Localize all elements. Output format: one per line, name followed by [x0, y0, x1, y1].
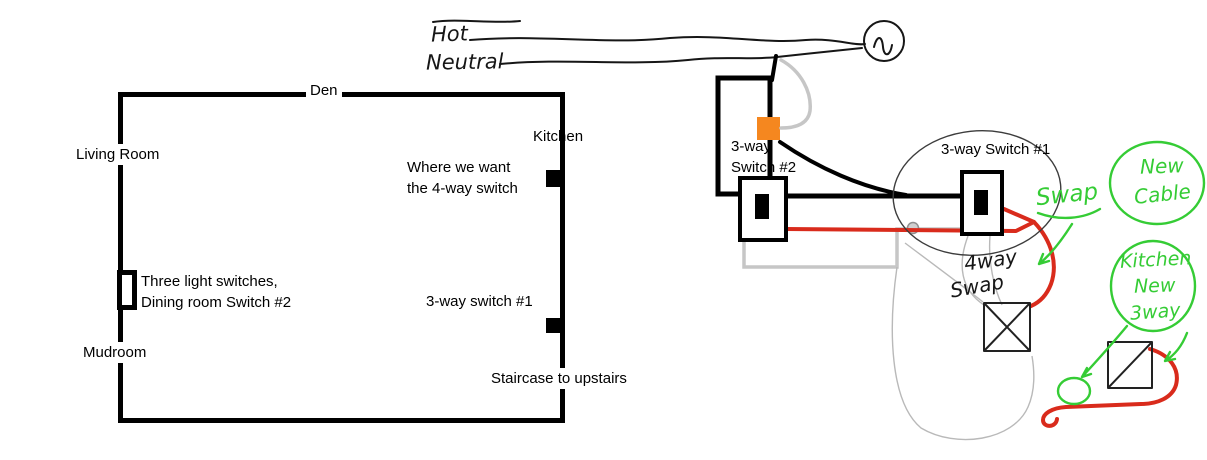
gray-thin-lead-2	[988, 235, 1003, 306]
light-bulb-icon	[863, 20, 905, 62]
green-circle-new-cable	[1108, 140, 1206, 226]
kitchen-new-label-line2: New	[1133, 274, 1176, 298]
three-way-switch-2-symbol	[738, 176, 788, 242]
hot-neutral-wires	[432, 19, 866, 65]
switch2-label: 3-way Switch #2	[731, 136, 796, 178]
gray-wire-drop	[779, 58, 812, 130]
four-way-note-line2: the 4-way switch	[407, 180, 518, 197]
three-way-switch-1-symbol	[960, 170, 1004, 236]
kitchen-new-label-line1: Kitchen	[1119, 247, 1192, 273]
three-way-switch-1-note: 3-way switch #1	[426, 293, 533, 310]
four-way-note-line1: Where we want	[407, 159, 511, 176]
neutral-wire	[499, 47, 863, 65]
black-wire-riser	[770, 54, 778, 82]
green-arrow-to-splice	[1080, 324, 1129, 379]
red-wires	[784, 207, 1179, 428]
gray-thin-loop	[891, 266, 1035, 441]
four-way-location-note: Where we want the 4-way switch	[407, 157, 518, 199]
switch2-label-line1: 3-way	[731, 138, 772, 155]
kitchen-new-label-line3: 3way	[1129, 299, 1182, 325]
black-wire-diagonal	[778, 140, 908, 197]
red-wire-drop	[1029, 220, 1056, 308]
green-arrow-to-kitchen-box	[1163, 331, 1189, 363]
living-room-label: Living Room	[72, 144, 164, 165]
staircase-label: Staircase to upstairs	[487, 368, 631, 389]
hot-wire	[469, 36, 866, 46]
green-swap-underline	[1036, 207, 1102, 220]
new-cable-label-line1: New	[1139, 153, 1185, 179]
green-annotations	[1036, 140, 1206, 406]
red-wire-bottom-loop	[1041, 347, 1179, 428]
kitchen-switch-box	[1107, 341, 1153, 389]
switch2-label-line2: Switch #2	[731, 159, 797, 176]
gray-thin-diagonal	[904, 242, 984, 303]
green-arrow-to-4way	[1037, 222, 1074, 266]
kitchen-label: Kitchen	[533, 128, 584, 145]
neutral-label: Neutral	[425, 49, 504, 75]
three-way-1-wall-box	[546, 318, 560, 333]
den-label: Den	[306, 80, 342, 101]
four-way-switch-box	[983, 302, 1031, 352]
switch1-label: 3-way Switch #1	[941, 141, 1051, 158]
orange-connector	[757, 117, 780, 140]
green-circle-splice	[1056, 376, 1092, 406]
gray-thin-lead-1	[961, 235, 985, 306]
hot-overline	[432, 19, 521, 23]
three-switches-note-line2: Dining room Switch #2	[141, 294, 292, 311]
dining-room-switch-box	[117, 270, 137, 310]
green-circle-kitchen	[1109, 239, 1197, 333]
four-way-wall-box	[546, 170, 561, 187]
mudroom-label: Mudroom	[79, 342, 151, 363]
red-traveler-wire	[784, 207, 1036, 233]
three-switches-note-line1: Three light switches,	[141, 273, 278, 290]
three-switches-note: Three light switches, Dining room Switch…	[141, 271, 291, 313]
sketch-circle-switch1	[892, 130, 1062, 256]
hot-label: Hot	[430, 21, 469, 47]
